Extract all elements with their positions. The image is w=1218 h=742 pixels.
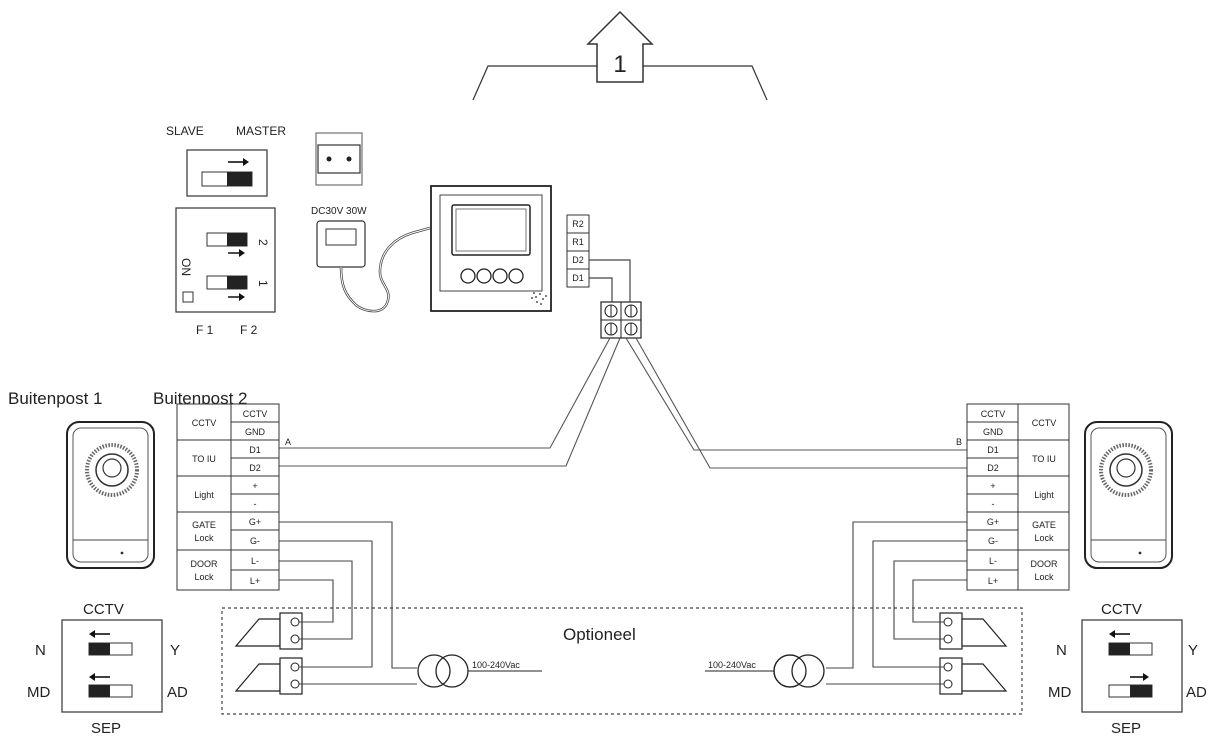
sep-title-left: CCTV (83, 601, 124, 618)
direction-arrow: 1 (472, 10, 768, 101)
dip-2-label: 2 (256, 239, 270, 246)
group-to-iu-right: TO IU (1032, 454, 1056, 464)
group-gate-left: GATE (192, 520, 216, 530)
transformer-label-left: 100-240Vac (472, 660, 520, 670)
on-label: ON (179, 258, 193, 276)
slave-label: SLAVE (166, 124, 204, 138)
terminal-block-right: CCTV TO IU Light GATE Lock DOOR Lock CCT… (966, 403, 1070, 591)
transformer-left: 100-240Vac (417, 654, 542, 688)
sep-y-left: Y (170, 642, 180, 659)
dip-1-label: 1 (256, 280, 270, 287)
line-label-b: B (956, 437, 962, 447)
sep-footer-left: SEP (91, 720, 121, 737)
transformer-right: 100-240Vac (705, 654, 825, 688)
term-l-minus-right: L- (989, 556, 997, 566)
group-cctv-left: CCTV (192, 418, 217, 428)
terminal-r1: R1 (572, 237, 584, 247)
term-d1-left: D1 (249, 445, 261, 455)
f2-label: F 2 (240, 323, 258, 337)
distribution-block (600, 301, 642, 339)
power-adapter: DC30V 30W (311, 132, 431, 313)
term-minus-left: - (254, 499, 257, 509)
sep-md-right: MD (1048, 684, 1071, 701)
sep-md-left: MD (27, 684, 50, 701)
term-l-plus-right: L+ (988, 576, 998, 586)
group-gate-right: GATE (1032, 520, 1056, 530)
terminal-d2: D2 (572, 255, 584, 265)
group-gate-lock-right: Lock (1034, 533, 1054, 543)
terminal-d1: D1 (572, 273, 584, 283)
power-supply-label: DC30V 30W (311, 206, 367, 217)
term-plus-left: + (252, 481, 257, 491)
group-cctv-right: CCTV (1032, 418, 1057, 428)
lock-connectors-left (234, 612, 303, 695)
term-g-plus-right: G+ (987, 517, 999, 527)
master-label: MASTER (236, 124, 286, 138)
group-door-right: DOOR (1031, 559, 1059, 569)
group-door-lock-right: Lock (1034, 572, 1054, 582)
term-cctv-right: CCTV (981, 409, 1006, 419)
group-door-lock-left: Lock (194, 572, 214, 582)
term-l-minus-left: L- (251, 556, 259, 566)
f1-label: F 1 (196, 323, 214, 337)
outdoor-title-2: Buitenpost 2 (153, 389, 248, 408)
cables (279, 337, 967, 469)
group-gate-lock-left: Lock (194, 533, 214, 543)
group-light-left: Light (194, 490, 214, 500)
outdoor-title-1: Buitenpost 1 (8, 389, 103, 408)
lock-wires-left (279, 521, 417, 685)
term-cctv-left: CCTV (243, 409, 268, 419)
term-minus-right: - (992, 499, 995, 509)
sep-ad-right: AD (1186, 684, 1207, 701)
term-d2-left: D2 (249, 463, 261, 473)
group-light-right: Light (1034, 490, 1054, 500)
optional-label: Optioneel (563, 625, 636, 644)
sep-ad-left: AD (167, 684, 188, 701)
term-g-minus-left: G- (250, 536, 260, 546)
sep-title-right: CCTV (1101, 601, 1142, 618)
term-l-plus-left: L+ (250, 576, 260, 586)
transformer-label-right: 100-240Vac (708, 660, 756, 670)
line-label-a: A (285, 437, 291, 447)
outdoor-unit-left (66, 421, 155, 569)
term-plus-right: + (990, 481, 995, 491)
lock-connectors-right (939, 612, 1008, 695)
group-to-iu-left: TO IU (192, 454, 216, 464)
lock-wires-right (826, 521, 967, 685)
dip-switch-block: 2 1 ON F 1 F 2 (175, 207, 276, 337)
optional-region (221, 607, 1023, 715)
term-d1-right: D1 (987, 445, 999, 455)
group-door-left: DOOR (191, 559, 219, 569)
slave-master-switch: SLAVE MASTER (166, 124, 286, 197)
sep-n-right: N (1056, 642, 1067, 659)
indoor-monitor (430, 185, 552, 312)
outdoor-unit-right (1084, 421, 1173, 569)
arrow-number: 1 (613, 51, 626, 78)
sep-switch-right: CCTV N Y MD AD SEP (1048, 601, 1207, 737)
terminal-r2: R2 (572, 219, 584, 229)
term-gnd-left: GND (245, 427, 266, 437)
sep-footer-right: SEP (1111, 720, 1141, 737)
sep-y-right: Y (1188, 642, 1198, 659)
monitor-terminal-strip: R2 R1 D2 D1 (566, 214, 631, 302)
terminal-block-left: CCTV TO IU Light GATE Lock DOOR Lock CCT… (176, 403, 280, 591)
sep-n-left: N (35, 642, 46, 659)
term-gnd-right: GND (983, 427, 1004, 437)
term-g-plus-left: G+ (249, 517, 261, 527)
term-g-minus-right: G- (988, 536, 998, 546)
term-d2-right: D2 (987, 463, 999, 473)
sep-switch-left: CCTV N Y MD AD SEP (27, 601, 188, 737)
